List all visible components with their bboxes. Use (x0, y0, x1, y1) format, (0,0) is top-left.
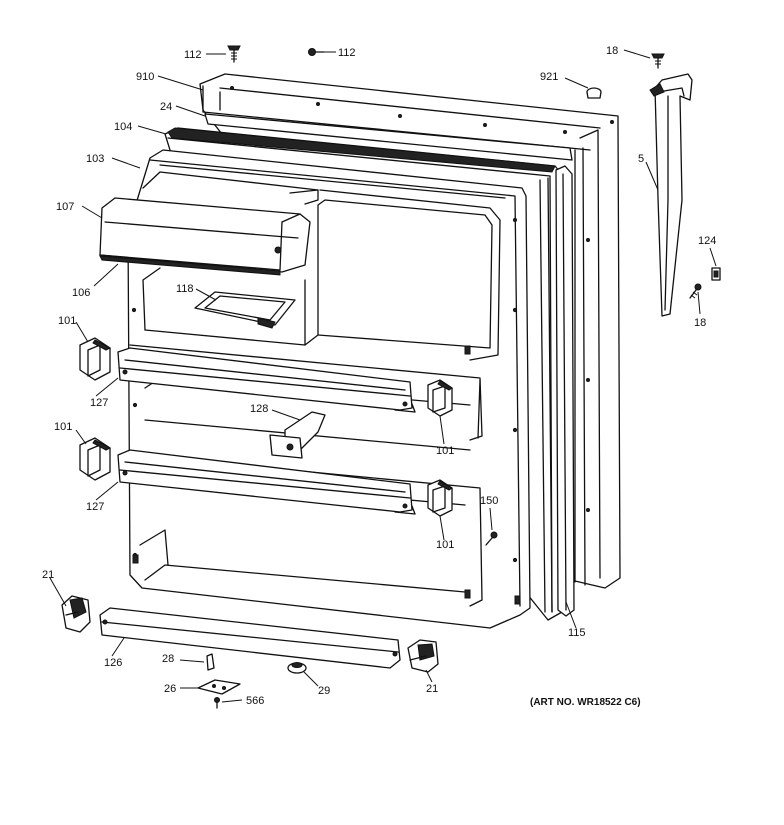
callout-112-right: 112 (338, 47, 356, 59)
callout-5: 5 (638, 153, 644, 165)
bottom-trim-126 (99, 607, 401, 669)
callout-101-right-upper: 101 (436, 445, 454, 457)
door-handle (649, 73, 693, 317)
callout-101-left-upper: 101 (58, 315, 76, 327)
callout-103: 103 (86, 153, 104, 165)
art-number: (ART NO. WR18522 C6) (530, 697, 641, 708)
hinge-left (61, 595, 91, 633)
screw-18-lower (689, 283, 702, 299)
shelf-end-cap-right-lower (427, 479, 453, 517)
callout-101-right-lower: 101 (436, 539, 454, 551)
callout-115: 115 (568, 627, 586, 639)
callout-101-left-lower: 101 (54, 421, 72, 433)
pin-28 (206, 653, 215, 671)
callout-566: 566 (246, 695, 264, 707)
door-shelf-rail-upper (117, 347, 416, 413)
gasket-strip-115 (555, 165, 575, 617)
shelf-end-cap-left-lower (79, 437, 112, 481)
shelf-end-cap-left-upper (79, 337, 112, 381)
callout-124: 124 (698, 235, 716, 247)
callout-112-left: 112 (184, 49, 202, 61)
screw-150 (485, 531, 498, 546)
callout-127-upper: 127 (90, 397, 108, 409)
screw-566 (214, 697, 220, 709)
screw-112-right (308, 48, 325, 56)
callout-106: 106 (72, 287, 90, 299)
callout-labels: 112 112 18 910 921 24 104 103 5 107 124 … (42, 45, 716, 707)
bottle-retainer (269, 411, 326, 459)
leader-lines (49, 49, 717, 703)
hole-plug-124 (711, 267, 721, 281)
shelf-end-cap-right-upper (427, 379, 453, 417)
callout-18-top: 18 (606, 45, 618, 57)
dairy-compartment-door (99, 189, 319, 276)
callout-26: 26 (164, 683, 176, 695)
callout-128: 128 (250, 403, 268, 415)
door-shelf-rail-lower (117, 449, 416, 515)
callout-910: 910 (136, 71, 154, 83)
callout-107: 107 (56, 201, 74, 213)
callout-118: 118 (176, 283, 194, 295)
screw-112-left (227, 45, 241, 63)
door-liner-strip (204, 113, 573, 161)
callout-126: 126 (104, 657, 122, 669)
callout-21-left: 21 (42, 569, 54, 581)
callout-104: 104 (114, 121, 132, 133)
callout-921: 921 (540, 71, 558, 83)
callout-29: 29 (318, 685, 330, 697)
callout-127-lower: 127 (86, 501, 104, 513)
callout-24: 24 (160, 101, 172, 113)
callout-21-right: 21 (426, 683, 438, 695)
callout-28: 28 (162, 653, 174, 665)
screw-18-top (651, 53, 665, 69)
hinge-right (407, 639, 439, 673)
plug-921 (586, 87, 602, 99)
plate-26 (197, 679, 241, 695)
bumper-29 (287, 662, 307, 674)
callout-150: 150 (480, 495, 498, 507)
callout-18-lower: 18 (694, 317, 706, 329)
